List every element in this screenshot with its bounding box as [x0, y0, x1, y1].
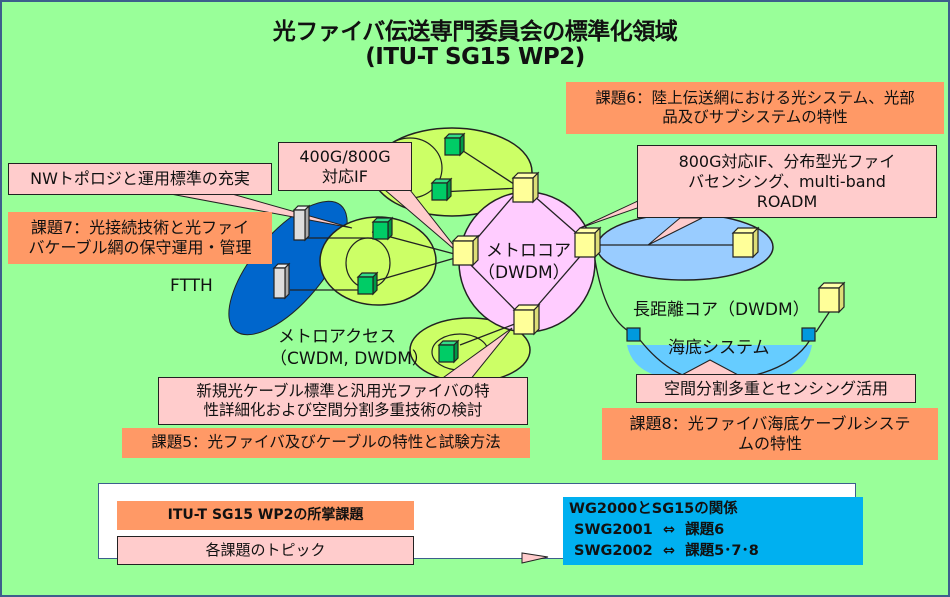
access-node-icon	[356, 271, 379, 296]
question-8-line-2: ムの特性	[737, 434, 802, 453]
ftth-terminal-icon	[292, 204, 311, 242]
legend-topic-pointer	[410, 538, 549, 564]
relation-row: SWG2002 ⇔ 課題5･7･8	[569, 543, 759, 559]
optical-node-icon	[573, 226, 602, 259]
ftth-terminal-icon	[272, 262, 291, 300]
label-metro-core-2: （DWDM）	[478, 263, 570, 283]
topic-callout-question-8: 空間分割多重とセンシング活用	[636, 374, 916, 403]
label-metro-access-2: （CWDM, DWDM）	[270, 349, 429, 369]
optical-node-icon	[817, 281, 846, 314]
relation-row: SWG2001 ⇔ 課題6	[569, 522, 725, 538]
topic-q6-line-1: 800G対応IF、分布型光ファイ	[678, 151, 896, 171]
legend-question-label: ITU-T SG15 WP2の所掌課題	[167, 506, 364, 523]
label-long-haul-core: 長距離コア（DWDM）	[633, 300, 810, 320]
submarine-terminal-left	[626, 327, 641, 342]
topic-q5-line-2: 性詳細化および空間分割多重技術の検討	[203, 401, 483, 419]
topic-nw-topology-text: NWトポロジと運用標準の充実	[30, 169, 250, 188]
topic-400g-line-1: 400G/800G	[299, 146, 391, 166]
topic-400g-line-2: 対応IF	[322, 166, 368, 186]
label-metro-access-1: メトロアクセス	[278, 327, 397, 347]
topic-callout-nw-topology: NWトポロジと運用標準の充実	[8, 163, 272, 195]
access-node-icon	[430, 177, 453, 202]
label-submarine-system: 海底システム	[668, 338, 770, 358]
question-7-line-1: 課題7：光接続技術と光ファイ	[30, 218, 250, 237]
optical-node-icon	[451, 234, 480, 267]
access-node-icon	[371, 216, 394, 241]
topic-callout-question-5: 新規光ケーブル標準と汎用光ファイバの特 性詳細化および空間分割多重技術の検討	[158, 377, 528, 425]
label-ftth: FTTH	[170, 276, 213, 296]
question-7-box: 課題7：光接続技術と光ファイ バケーブル網の保守運用・管理	[8, 212, 272, 264]
question-8-box: 課題8：光ファイバ海底ケーブルシステ ムの特性	[602, 408, 938, 460]
optical-node-icon	[512, 303, 541, 336]
metro-access-ring-left	[319, 216, 437, 306]
access-node-icon	[443, 132, 466, 157]
relation-title: WG2000とSG15の関係	[569, 501, 738, 517]
callout-pointer-q6-topic-2	[647, 217, 703, 246]
topic-q6-line-3: ROADM	[756, 191, 818, 211]
question-6-box: 課題6：陸上伝送網における光システム、光部 品及びサブシステムの特性	[566, 82, 944, 134]
wg2000-sg15-relation-box: WG2000とSG15の関係 SWG2001 ⇔ 課題6 SWG2002 ⇔ 課…	[563, 497, 863, 565]
question-7-line-2: バケーブル網の保守運用・管理	[28, 238, 252, 257]
topic-q5-line-1: 新規光ケーブル標準と汎用光ファイバの特	[196, 381, 490, 400]
label-metro-core-1: メトロコア	[486, 241, 571, 261]
legend-topic-label: 各課題のトピック	[205, 541, 326, 560]
title-line-1: 光ファイバ伝送専門委員会の標準化領域	[272, 19, 678, 45]
question-5-text: 課題5：光ファイバ及びケーブルの特性と試験方法	[151, 433, 501, 452]
access-node-icon	[437, 339, 460, 364]
topic-callout-400g-800g: 400G/800G 対応IF	[278, 142, 412, 191]
optical-node-icon	[511, 171, 540, 204]
topic-q8-text: 空間分割多重とセンシング活用	[663, 378, 888, 398]
topic-q6-line-2: バセンシング、multi-band	[688, 171, 886, 191]
title-line-2: (ITU-T SG15 WP2)	[365, 44, 585, 70]
question-5-box: 課題5：光ファイバ及びケーブルの特性と試験方法	[122, 428, 530, 458]
question-8-line-1: 課題8：光ファイバ海底ケーブルシステ	[629, 414, 911, 433]
legend-topic-swatch: 各課題のトピック	[117, 536, 414, 565]
question-6-line-1: 課題6：陸上伝送網における光システム、光部	[595, 88, 915, 107]
submarine-terminal-right	[801, 327, 816, 342]
topic-callout-question-6: 800G対応IF、分布型光ファイ バセンシング、multi-band ROADM	[637, 145, 937, 218]
optical-node-icon	[731, 226, 760, 259]
question-6-line-2: 品及びサブシステムの特性	[662, 108, 848, 126]
legend-question-swatch: ITU-T SG15 WP2の所掌課題	[117, 501, 414, 530]
